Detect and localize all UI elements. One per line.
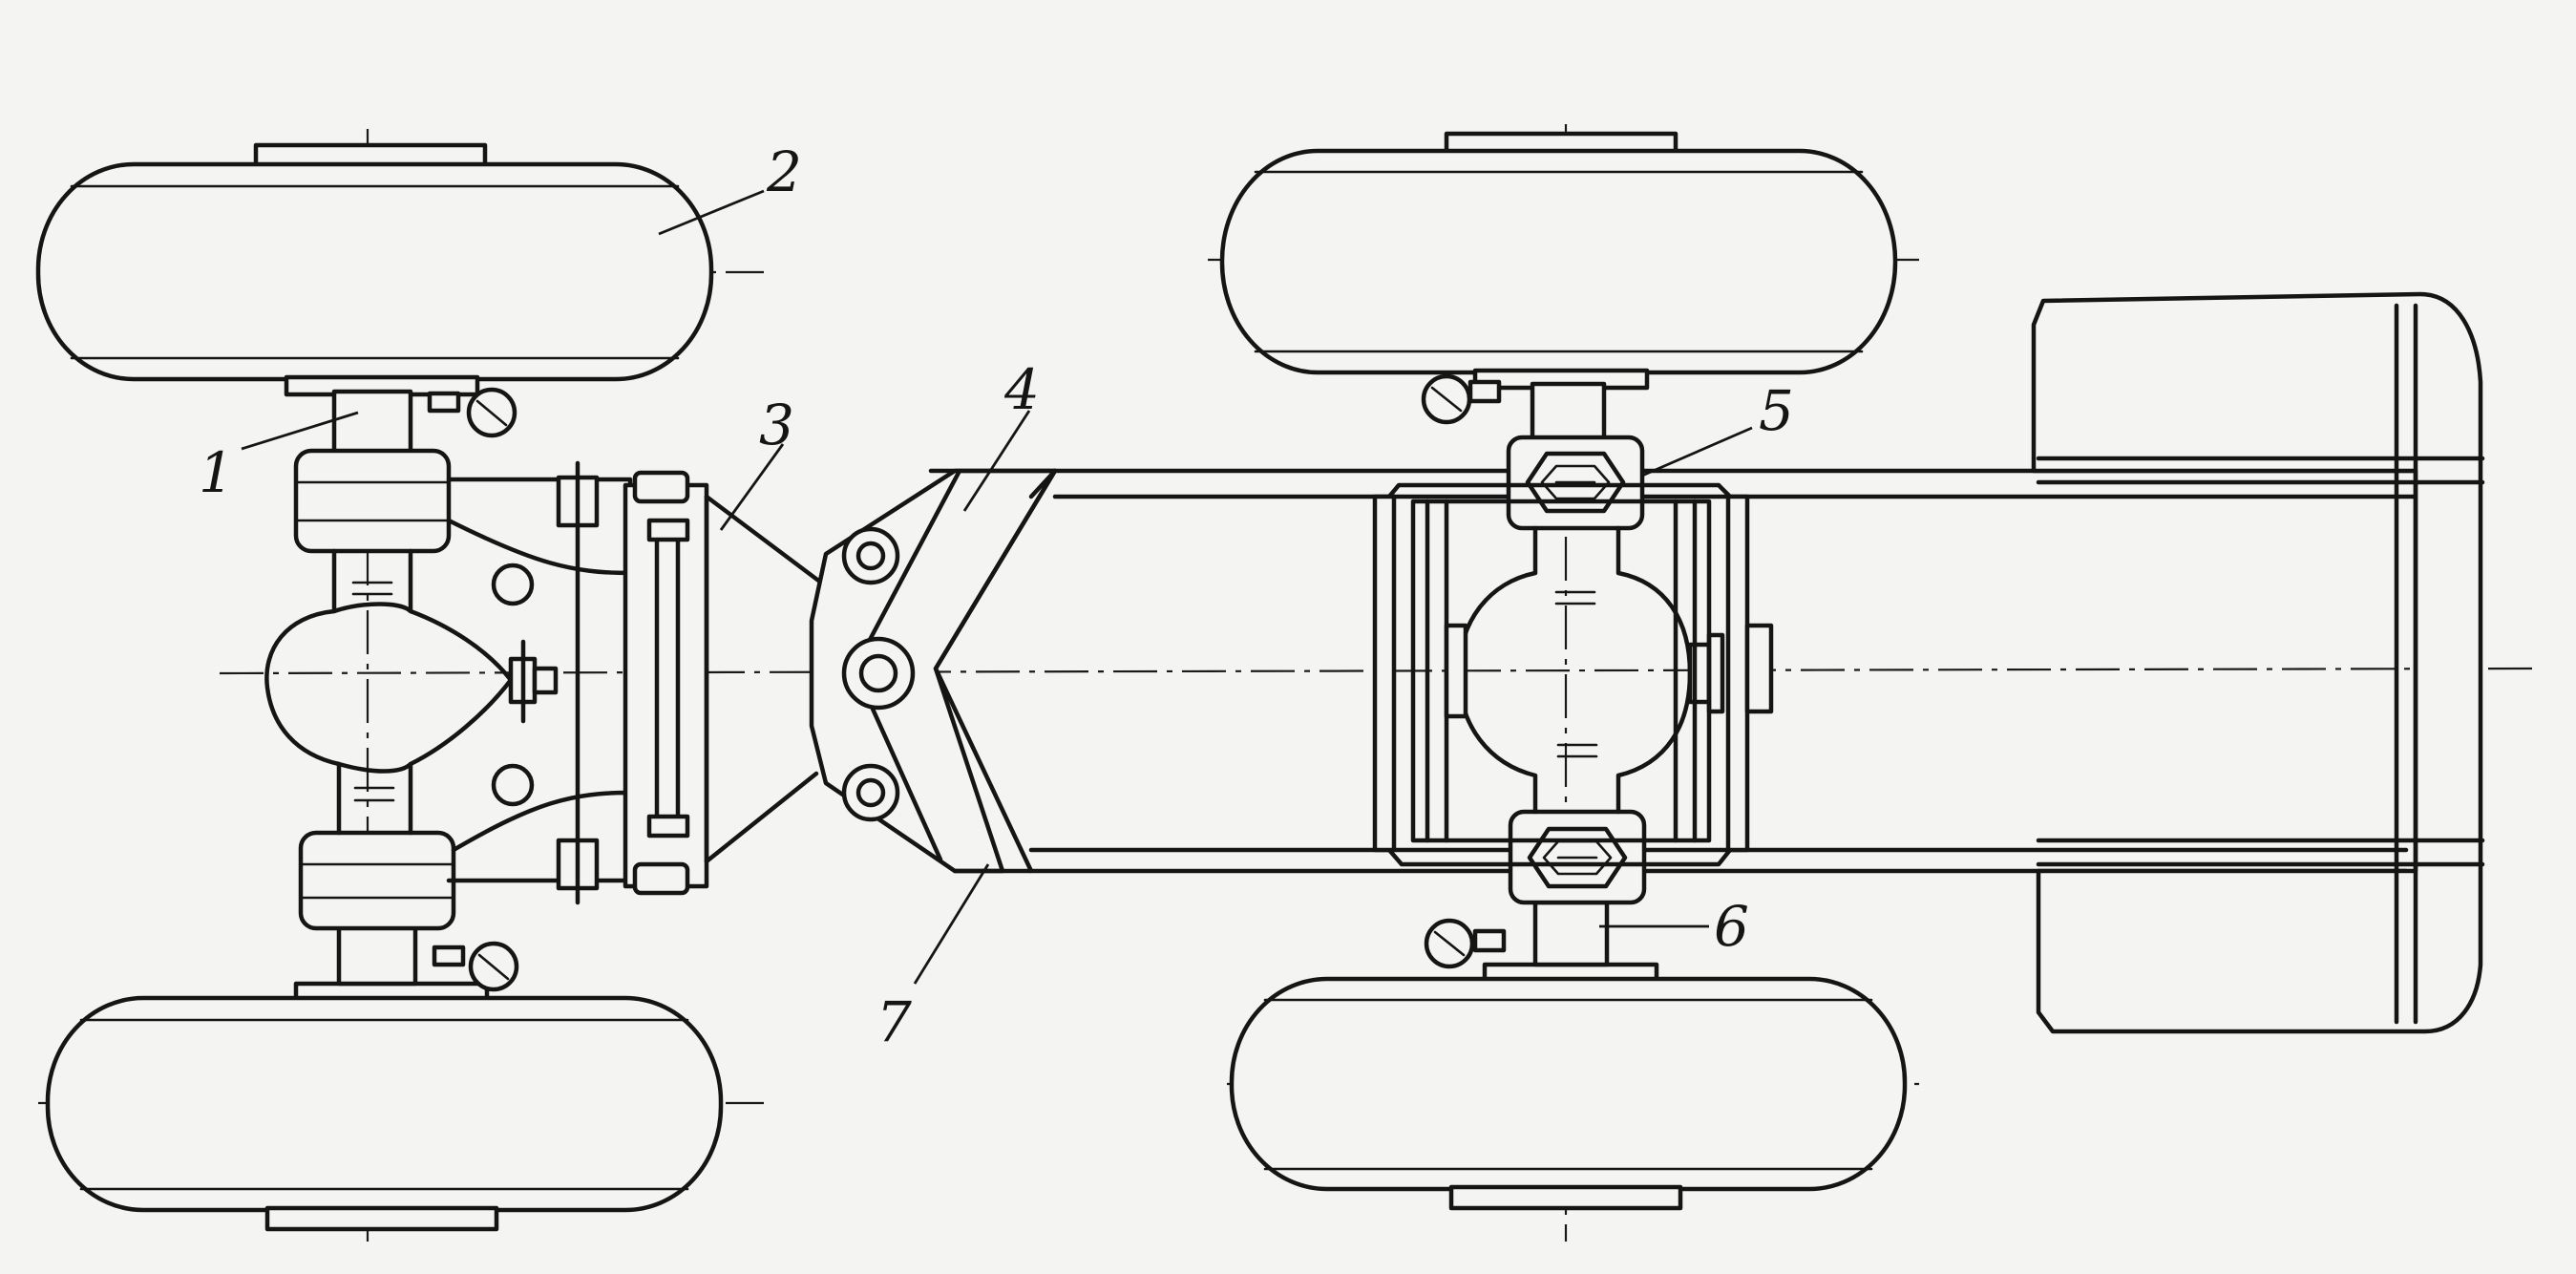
engine-hood (2031, 291, 2485, 1034)
callout-leaders (241, 189, 1753, 985)
callout-2: 2 (766, 139, 802, 204)
callout-labels: 1 2 3 4 5 6 7 (199, 139, 1794, 1054)
callout-7: 7 (876, 989, 912, 1054)
rear-frame (446, 460, 824, 905)
front-axle-cradle (1372, 482, 1774, 867)
rear-fittings (427, 387, 519, 992)
front-fittings (1421, 373, 1507, 969)
front-axle (1456, 381, 1725, 967)
rear-axle (264, 389, 559, 987)
callout-4: 4 (1003, 357, 1040, 422)
front-left-wheel (1219, 131, 1898, 391)
callout-1: 1 (199, 440, 234, 505)
articulation-hitch (809, 468, 1058, 874)
front-right-wheel (1229, 962, 1908, 1211)
callout-3: 3 (759, 393, 794, 457)
rear-right-wheel (45, 981, 724, 1232)
callout-6: 6 (1714, 894, 1749, 959)
callout-5: 5 (1759, 378, 1794, 443)
rear-left-wheel (35, 142, 714, 397)
